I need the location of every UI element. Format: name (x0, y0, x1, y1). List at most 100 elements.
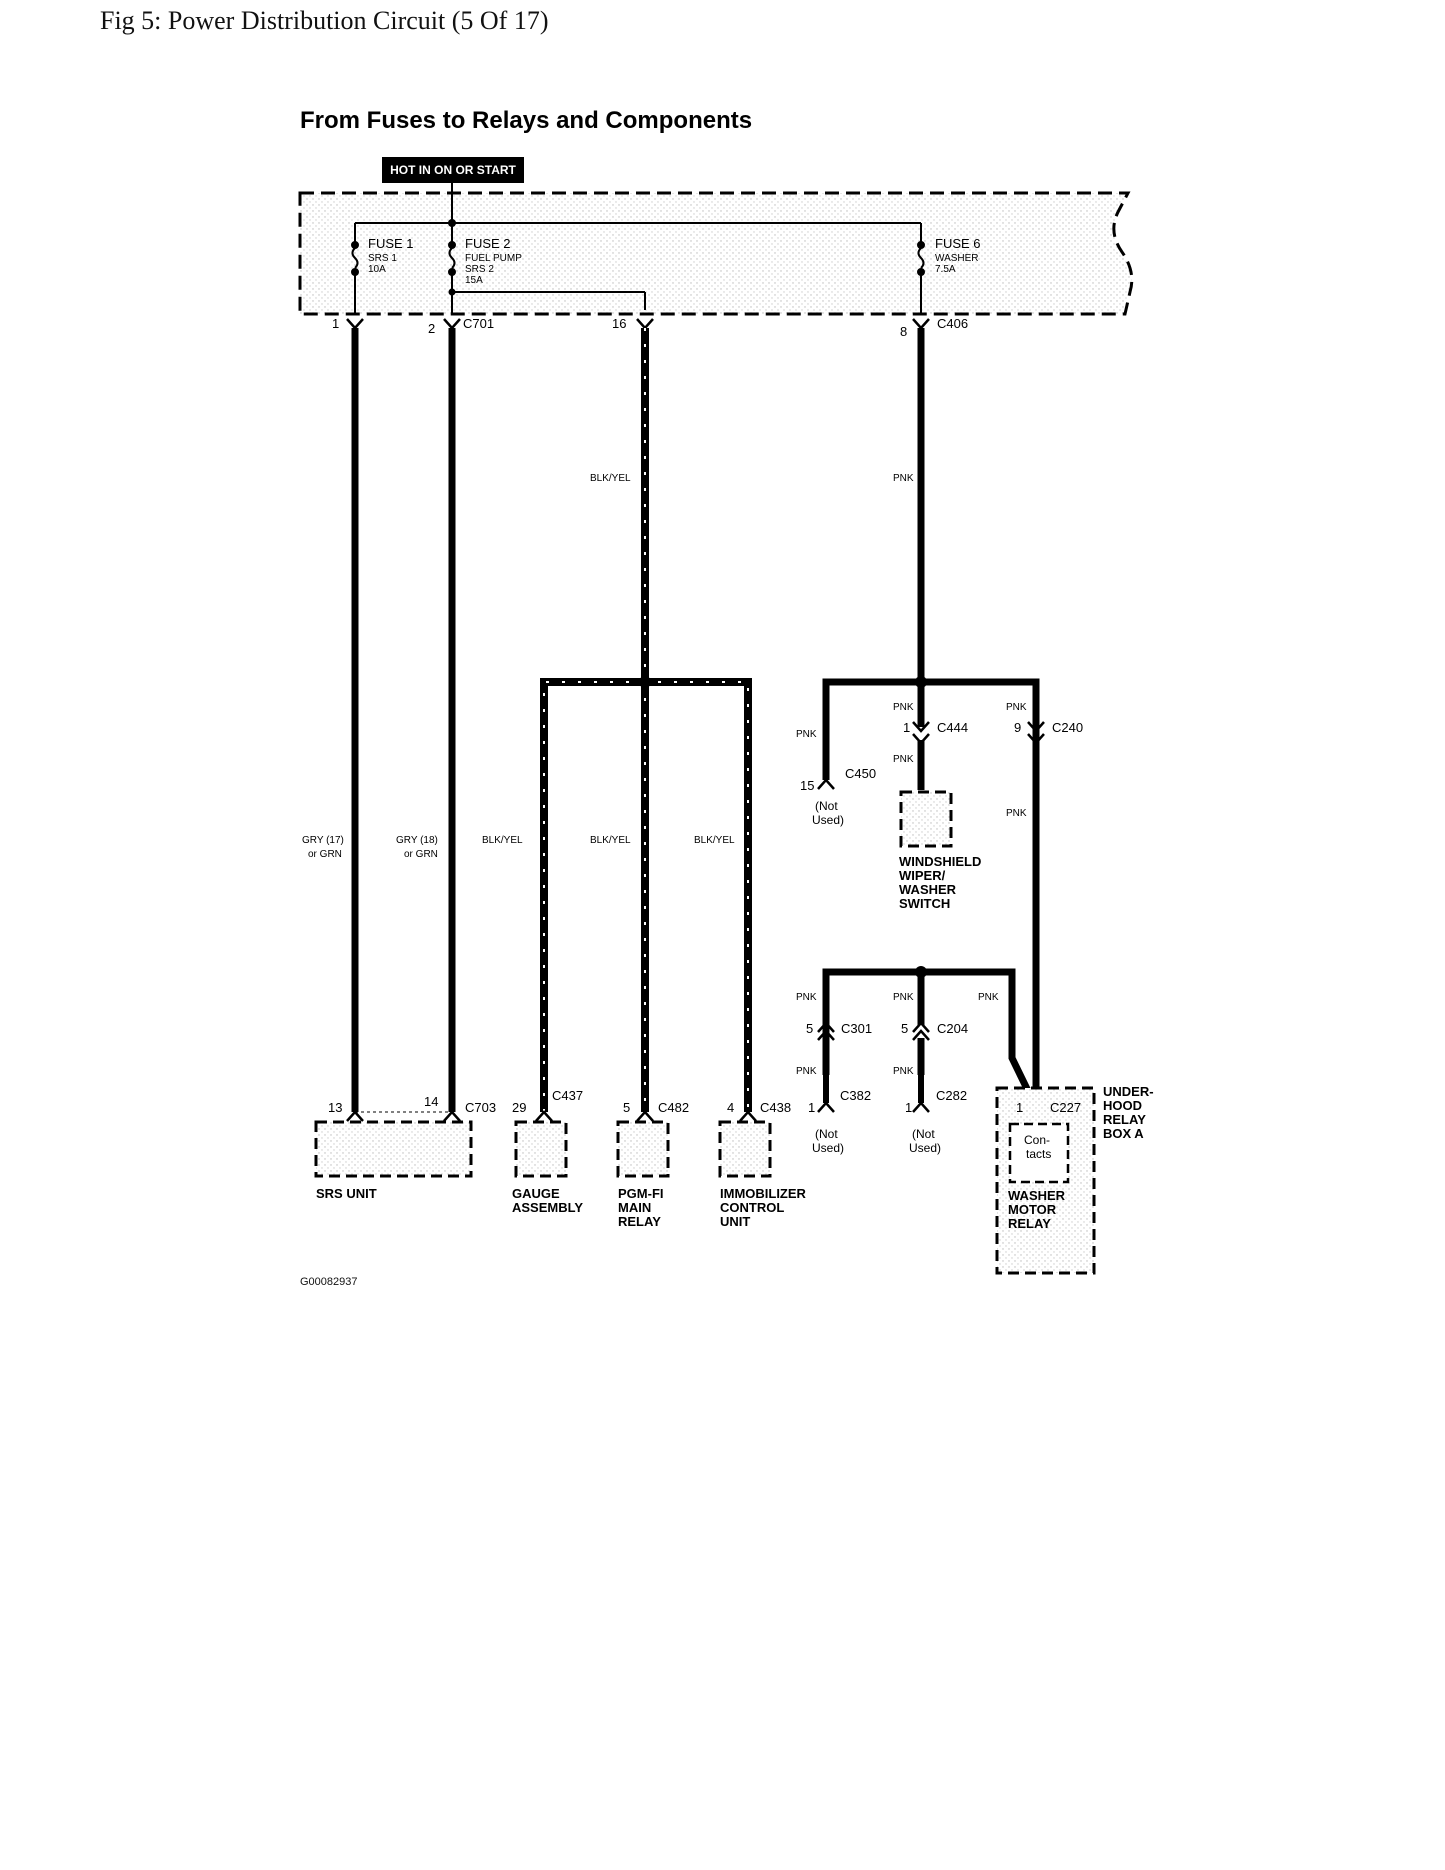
inline-connector-c204 (912, 1021, 930, 1041)
label-windshield-4: SWITCH (899, 896, 950, 911)
pin-c301: 5 (806, 1021, 813, 1036)
terminal-c282 (912, 1075, 930, 1113)
pin-immob-4: 4 (727, 1100, 734, 1115)
wire-label-blkyel-pgm: BLK/YEL (590, 835, 631, 846)
pin-gauge-29: 29 (512, 1100, 526, 1115)
wire-label-pnk-c240-top: PNK (1006, 702, 1027, 713)
fuse-1-circuit: SRS 1 (368, 253, 397, 264)
pin-c701-2: 2 (428, 321, 435, 336)
wire-label-pnk-c282: PNK (893, 1066, 914, 1077)
label-underhood-3: RELAY (1103, 1112, 1146, 1127)
wire-label-blkyel-trunk: BLK/YEL (590, 473, 631, 484)
pin-c204: 5 (901, 1021, 908, 1036)
wire-label-pnk-relay: PNK (978, 992, 999, 1003)
label-pgm-3: RELAY (618, 1214, 661, 1229)
connector-c227: C227 (1050, 1100, 1081, 1115)
wire-label-pnk-trunk: PNK (893, 473, 914, 484)
label-immob-2: CONTROL (720, 1200, 784, 1215)
fuse-1-symbol (351, 241, 359, 315)
label-contacts-2: tacts (1026, 1147, 1051, 1161)
label-contacts-1: Con- (1024, 1133, 1050, 1147)
label-windshield-1: WINDSHIELD (899, 854, 981, 869)
terminal-c382 (817, 1075, 835, 1113)
wire-label-pnk-c382: PNK (796, 1066, 817, 1077)
figure-code: G00082937 (300, 1276, 358, 1288)
fuse-box-outline (298, 191, 1134, 316)
connector-c450: C450 (845, 766, 876, 781)
fuse-2-circuit-1: FUEL PUMP (465, 253, 522, 264)
label-immob-1: IMMOBILIZER (720, 1186, 807, 1201)
fuse-2-rating: 15A (465, 275, 483, 286)
connector-c482: C482 (658, 1100, 689, 1115)
component-srs-unit-box (314, 1120, 473, 1178)
wire-label-pnk-c301-top: PNK (796, 992, 817, 1003)
wire-pnk-network (822, 328, 1040, 1112)
wire-label-pnk-c450: PNK (796, 729, 817, 740)
fuse-6-symbol (917, 241, 925, 315)
pin-srs-13: 13 (328, 1100, 342, 1115)
connector-c301: C301 (841, 1021, 872, 1036)
fuse-1-rating: 10A (368, 264, 386, 275)
pin-c444: 1 (903, 720, 910, 735)
pnk-splice-dots (915, 676, 927, 978)
wire-label-blkyel-gauge: BLK/YEL (482, 835, 523, 846)
diagram-title: From Fuses to Relays and Components (300, 107, 753, 134)
wire-label-pnk-c240: PNK (1006, 808, 1027, 819)
c282-not-used-2: Used) (909, 1141, 941, 1155)
bottom-terminals (346, 1110, 1045, 1122)
c382-not-used-1: (Not (815, 1127, 838, 1141)
fuse-1-name: FUSE 1 (368, 236, 414, 251)
wire-label-pnk-c444-top: PNK (893, 702, 914, 713)
label-gauge-1: GAUGE (512, 1186, 560, 1201)
wire-label-gry18-alt: or GRN (404, 849, 438, 860)
pin-c227: 1 (1016, 1100, 1023, 1115)
connector-c282: C282 (936, 1088, 967, 1103)
label-washer-relay-2: MOTOR (1008, 1202, 1057, 1217)
component-pgm-fi-box (616, 1120, 670, 1178)
label-pgm-2: MAIN (618, 1200, 651, 1215)
pin-c406-8: 8 (900, 324, 907, 339)
label-gauge-2: ASSEMBLY (512, 1200, 583, 1215)
c450-not-used-2: Used) (812, 813, 844, 827)
label-underhood-1: UNDER- (1103, 1084, 1154, 1099)
wire-label-gry17-alt: or GRN (308, 849, 342, 860)
pin-c450: 15 (800, 778, 814, 793)
fuse-6-name: FUSE 6 (935, 236, 981, 251)
inline-connector-c240 (1027, 721, 1045, 745)
label-underhood-4: BOX A (1103, 1126, 1144, 1141)
label-washer-relay-3: RELAY (1008, 1216, 1051, 1231)
terminal-c450 (817, 778, 835, 790)
label-washer-relay-1: WASHER (1008, 1188, 1066, 1203)
pin-pgm-5: 5 (623, 1100, 630, 1115)
label-srs-unit: SRS UNIT (316, 1186, 377, 1201)
fuse-6-rating: 7.5A (935, 264, 956, 275)
wire-blkyel-branches (540, 676, 752, 1112)
connector-c438: C438 (760, 1100, 791, 1115)
hot-in-on-or-start-badge: HOT IN ON OR START (382, 157, 524, 183)
wire-label-pnk-switch: PNK (893, 754, 914, 765)
fuse-2-circuit-2: SRS 2 (465, 264, 494, 275)
connector-c703: C703 (465, 1100, 496, 1115)
connector-c437: C437 (552, 1088, 583, 1103)
wire-label-pnk-c204-top: PNK (893, 992, 914, 1003)
connector-c406: C406 (937, 316, 968, 331)
connector-c204: C204 (937, 1021, 968, 1036)
wire-label-blkyel-immob: BLK/YEL (694, 835, 735, 846)
fuse-6-circuit: WASHER (935, 253, 979, 264)
label-immob-3: UNIT (720, 1214, 750, 1229)
pin-c701-16: 16 (612, 316, 626, 331)
wire-label-gry18: GRY (18) (396, 835, 438, 846)
component-immobilizer-box (718, 1120, 772, 1178)
pin-srs-14: 14 (424, 1094, 438, 1109)
inline-connector-c444 (912, 721, 930, 745)
fuse-2-symbol (448, 241, 456, 315)
c382-not-used-2: Used) (812, 1141, 844, 1155)
label-windshield-2: WIPER/ (899, 868, 946, 883)
component-gauge-box (514, 1120, 568, 1178)
component-windshield-switch-box (899, 790, 953, 848)
wire-label-gry17: GRY (17) (302, 835, 344, 846)
inline-connector-c301 (817, 1021, 835, 1041)
c450-not-used-1: (Not (815, 799, 838, 813)
label-windshield-3: WASHER (899, 882, 957, 897)
